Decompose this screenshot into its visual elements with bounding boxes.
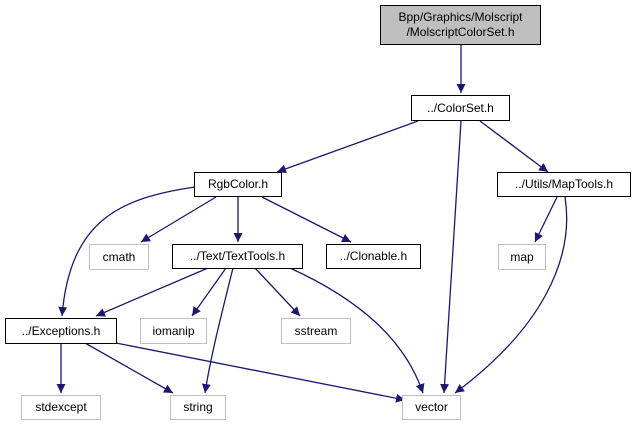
node-maptools[interactable]: ../Utils/MapTools.h	[497, 172, 631, 197]
node-vector[interactable]: vector	[402, 395, 461, 420]
edge-colorset-vector	[440, 120, 462, 394]
edge-maptools-vector	[454, 196, 568, 394]
node-root-line1: Bpp/Graphics/Molscript	[398, 10, 523, 24]
edge-maptools-map	[534, 196, 558, 243]
node-texttools[interactable]: ../Text/TextTools.h	[172, 244, 303, 269]
node-iomanip[interactable]: iomanip	[140, 318, 207, 344]
edge-texttools-sstream	[254, 267, 301, 317]
edge-texttools-vector	[289, 267, 425, 394]
edge-colorset-maptools	[479, 120, 549, 173]
node-colorset[interactable]: ../ColorSet.h	[411, 95, 510, 121]
node-map[interactable]: map	[498, 244, 546, 270]
edge-rgbcolor-clonable	[261, 196, 352, 243]
edge-colorset-rgbcolor	[276, 120, 419, 174]
node-cmath[interactable]: cmath	[89, 244, 149, 270]
edge-texttools-iomanip	[191, 267, 227, 317]
edge-exceptions-vector	[115, 342, 406, 403]
edge-rgbcolor-exceptions	[58, 186, 196, 317]
edge-rgbcolor-cmath	[140, 196, 217, 243]
node-sstream[interactable]: sstream	[281, 318, 351, 344]
node-exceptions[interactable]: ../Exceptions.h	[5, 318, 117, 344]
node-clonable[interactable]: ../Clonable.h	[326, 244, 421, 269]
edge-texttools-exceptions	[95, 267, 209, 317]
edge-texttools-string	[201, 267, 234, 394]
edge-exceptions-string	[84, 342, 174, 394]
node-stdexcept[interactable]: stdexcept	[21, 395, 101, 420]
node-string[interactable]: string	[170, 395, 226, 420]
node-root[interactable]: Bpp/Graphics/Molscript /MolscriptColorSe…	[380, 5, 541, 45]
node-rgbcolor[interactable]: RgbColor.h	[194, 172, 282, 197]
node-root-line2: /MolscriptColorSet.h	[406, 25, 515, 39]
